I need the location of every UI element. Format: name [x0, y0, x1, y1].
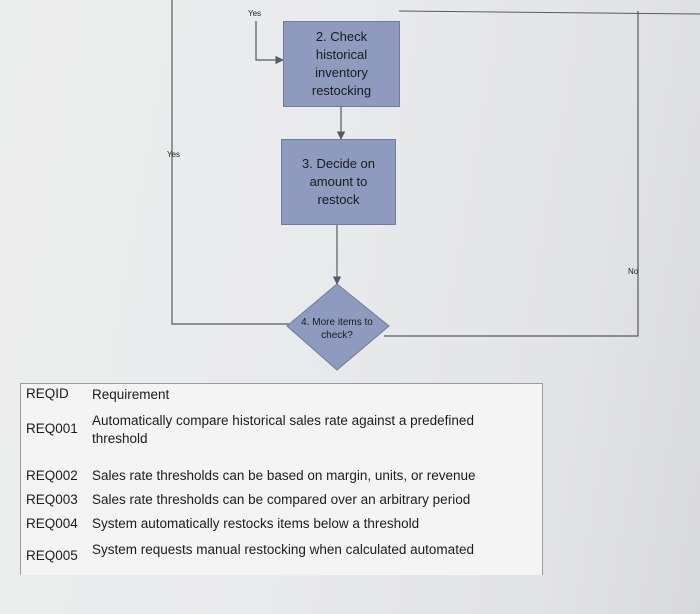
step-2-box: 2. Check historical inventory restocking: [283, 21, 400, 107]
step-3-box: 3. Decide on amount to restock: [281, 139, 396, 225]
row-id: REQ002: [26, 468, 78, 483]
no-loop-right: [384, 11, 639, 337]
header-reqid: REQID: [26, 386, 69, 401]
header-requirement: Requirement: [92, 387, 170, 402]
row-text: Sales rate thresholds can be based on ma…: [92, 468, 476, 483]
step-2-label: 2. Check historical inventory restocking: [311, 29, 372, 98]
row-text: Automatically compare historical sales r…: [92, 413, 474, 446]
decision-label: 4. More items to check?: [301, 317, 373, 341]
row-id: REQ001: [26, 421, 78, 436]
row-text: System requests manual restocking when c…: [92, 542, 474, 557]
row-text: System automatically restocks items belo…: [92, 516, 420, 531]
requirements-table: REQID Requirement REQ001 Automatically c…: [20, 383, 543, 575]
row-text: Sales rate thresholds can be compared ov…: [92, 492, 471, 507]
yes-loop-left: [171, 0, 289, 325]
row-id: REQ005: [26, 548, 78, 563]
no-label-right: No: [628, 267, 639, 276]
yes-connector-top: [255, 21, 284, 65]
row-id: REQ004: [26, 516, 78, 531]
decision-diamond: [286, 283, 390, 371]
row-id: REQ003: [26, 492, 78, 507]
yes-label-left: Yes: [167, 150, 181, 159]
top-edge-line: [398, 10, 700, 15]
yes-label-top: Yes: [248, 9, 262, 18]
step-3-label: 3. Decide on amount to restock: [302, 156, 375, 207]
